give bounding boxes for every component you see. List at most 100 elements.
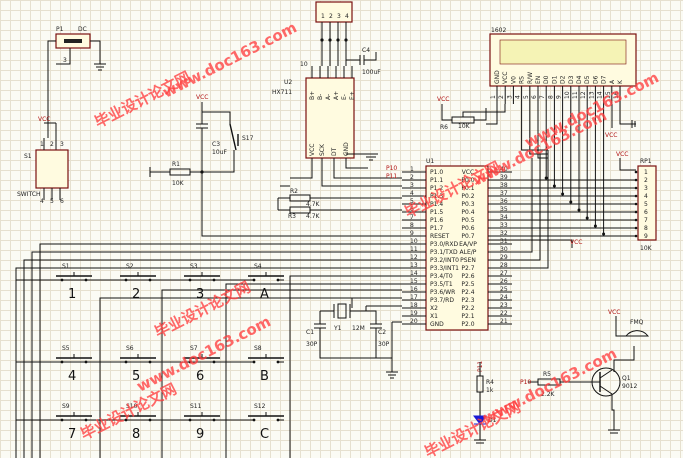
contrast-pot: VCC R6 10K VCC (437, 96, 636, 139)
key-label: 2 (132, 287, 140, 302)
lcd-pin-number: 6 (531, 95, 538, 99)
hx711-top-pin: A- (325, 94, 332, 100)
mcu-left-pin-label: P3.5/T1 (430, 281, 453, 288)
hx711-top-pin: B+ (309, 91, 316, 100)
mcu-left-pin-number: 17 (410, 294, 418, 301)
mcu-left-pin-number: 6 (410, 206, 414, 213)
mcu-left-pin-label: P3.1/TXD (430, 249, 458, 256)
mcu-left-pin-number: 18 (410, 302, 418, 309)
buzzer-vcc: VCC (608, 309, 620, 316)
lcd-pin-number: 4 (515, 95, 522, 99)
mcu-left-pin-label: P3.4/T0 (430, 273, 453, 280)
mcu-left-pin-number: 3 (410, 182, 414, 189)
crystal-ref: Y1 (333, 325, 342, 332)
key-switch-2: S22 (24, 263, 156, 302)
r3-ref: R3 (288, 213, 296, 220)
mcu-right-pin-label: PSEN (460, 257, 476, 264)
lcd-pin-number: 11 (572, 91, 579, 99)
hx711-bottom-pin: GND (343, 142, 350, 156)
lcd-pin-label: D4 (576, 75, 583, 84)
mcu-right-pin-label: P2.4 (461, 289, 474, 296)
hx711-top-pin: A+ (333, 91, 340, 100)
mcu-left-pin-number: 8 (410, 222, 414, 229)
dc-connector-p1: P1 DC 3 (47, 26, 106, 138)
r2-value: 4.7K (306, 201, 321, 208)
lcd-pin-label: K (617, 79, 624, 84)
mcu-left-pin-number: 7 (410, 214, 414, 221)
key-label: 4 (68, 369, 76, 384)
svg-text:1: 1 (321, 13, 325, 20)
reset-vcc: VCC (196, 94, 208, 101)
buzzer-circuit: VCC FMQ Q1 9012 P10 R5 2.2K (520, 309, 650, 434)
key-switch-7: S97 (16, 403, 92, 442)
rp1-pin-number: 1 (644, 169, 648, 176)
mcu-right-pin-number: 36 (500, 198, 508, 205)
crystal-value: 12M (352, 325, 365, 332)
mcu-right-pin-label: P0.5 (461, 217, 474, 224)
key-label: 9 (196, 427, 204, 442)
r3-value: 4.7K (306, 213, 321, 220)
key-label: A (260, 287, 269, 302)
c2-value: 30P (378, 341, 390, 348)
key-label: 6 (196, 369, 204, 384)
key-label: B (260, 369, 269, 384)
rp1-pin-number: 2 (644, 177, 648, 184)
q1-ref: Q1 (622, 375, 631, 382)
q1-model: 9012 (622, 383, 637, 390)
d1-ref: D1 (488, 417, 497, 424)
mcu-right-pin-label: ALE/P (460, 249, 477, 256)
c3-value: 10uF (212, 149, 227, 156)
mcu-net-p10: P10 (386, 165, 397, 172)
switch-vcc: VCC (38, 116, 50, 123)
mcu-left-pin-number: 4 (410, 190, 414, 197)
rp1-value: 10K (640, 245, 653, 252)
lcd-pin-number: 13 (588, 91, 595, 99)
mcu-left-pin-label: P1.5 (430, 209, 443, 216)
key-label: C (260, 427, 269, 442)
switch-name: SWITCH (17, 191, 41, 198)
mcu-right-pin-number: 22 (500, 310, 508, 317)
r5-value: 2.2K (541, 391, 556, 398)
mcu-left-pin-number: 16 (410, 286, 418, 293)
mcu-right-pin-number: 26 (500, 278, 508, 285)
svg-text:5: 5 (50, 198, 54, 205)
mcu-left-pin-label: X1 (430, 313, 438, 320)
mcu-left-pin-label: P1.7 (430, 225, 443, 232)
svg-text:2: 2 (329, 13, 333, 20)
led-indicator: P11 R4 1k D1 (473, 361, 497, 444)
lcd-pin-number: 10 (564, 91, 571, 99)
reset-circuit: VCC C3 10uF S17 R1 10K (149, 94, 402, 237)
hx711-bottom-pin: DT (331, 147, 338, 156)
buzzer-net: P10 (520, 379, 531, 386)
rp1-pin-number: 9 (644, 233, 648, 240)
mcu-ea-vcc: VCC (570, 239, 582, 246)
key-label: 5 (132, 369, 140, 384)
lcd-ref: 1602 (491, 27, 506, 34)
r4-ref: R4 (486, 379, 494, 386)
mcu-right-pin-number: 32 (500, 230, 508, 237)
lcd-pin-number: 14 (597, 91, 604, 99)
mcu-right-pin-number: 27 (500, 270, 508, 277)
mcu-right-pin-number: 23 (500, 302, 508, 309)
lcd-pin-number: 9 (556, 95, 563, 99)
mcu-left-pin-number: 12 (410, 254, 418, 261)
rp1-pin-number: 6 (644, 209, 648, 216)
p1-pin: 3 (63, 57, 67, 64)
mcu-left-pin-label: P3.0/RXD (430, 241, 458, 248)
c4-ref: C4 (362, 47, 370, 54)
key-label: 1 (68, 287, 76, 302)
mcu-left-pin-number: 10 (410, 238, 418, 245)
mcu-left-pin-number: 1 (410, 166, 414, 173)
lcd-pin-number: 16 (613, 91, 620, 99)
mcu-right-pin-number: 21 (500, 318, 508, 325)
rp1-ref: RP1 (640, 158, 652, 165)
key-ref: S6 (126, 345, 134, 352)
c1-value: 30P (306, 341, 318, 348)
mcu-right-pin-label: P0.2 (461, 193, 474, 200)
r6-ref: R6 (440, 124, 448, 131)
r2-ref: R2 (290, 188, 298, 195)
